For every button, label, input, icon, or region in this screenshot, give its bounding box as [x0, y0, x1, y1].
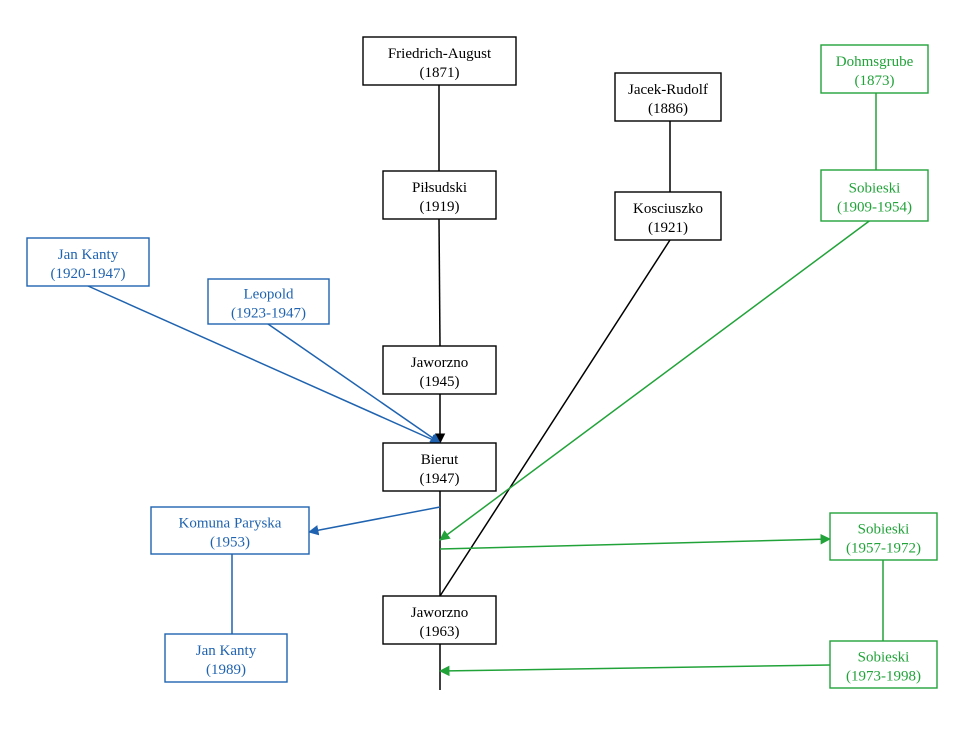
node-jaworzno1945: Jaworzno (1945): [382, 345, 497, 395]
node-name: Komuna Paryska: [179, 516, 282, 532]
node-sobieski1909: Sobieski (1909-1954): [820, 169, 929, 222]
node-name: Dohmsgrube: [836, 54, 914, 70]
node-name: Friedrich-August: [388, 46, 492, 62]
node-box: [26, 237, 150, 287]
node-jankanty1989: Jan Kanty (1989): [164, 633, 288, 683]
node-box: [614, 72, 722, 122]
node-name: Jacek-Rudolf: [628, 82, 708, 98]
node-years: (1947): [420, 471, 460, 487]
node-years: (1921): [648, 220, 688, 236]
edge-sobieski1909-to-trunk: [439, 215, 877, 541]
node-box: [382, 595, 497, 645]
node-pilsudski: Piłsudski (1919): [382, 170, 497, 220]
node-box: [382, 170, 497, 220]
edge-trunk-to-komuna: [307, 506, 441, 536]
edges-layer: [87, 85, 884, 690]
node-years: (1886): [648, 101, 688, 117]
node-years: (1945): [420, 374, 460, 390]
node-years: (1953): [210, 535, 250, 551]
node-name: Sobieski: [849, 181, 901, 197]
node-box: [164, 633, 288, 683]
node-years: (1871): [420, 65, 460, 81]
node-kosciuszko: Kosciuszko (1921): [614, 191, 722, 241]
node-name: Jaworzno: [411, 605, 468, 621]
node-friedrich: Friedrich-August (1871): [362, 36, 517, 86]
node-box: [362, 36, 517, 86]
node-sobieski1957: Sobieski (1957-1972): [829, 512, 938, 561]
edge-kosciuszko-to-jaworzno1963: [439, 239, 671, 597]
node-dohmsgrube: Dohmsgrube (1873): [820, 44, 929, 94]
node-name: Bierut: [421, 452, 459, 468]
node-years: (1920-1947): [51, 266, 126, 282]
node-years: (1873): [855, 73, 895, 89]
node-years: (1919): [420, 199, 460, 215]
node-box: [820, 169, 929, 222]
node-sobieski1973: Sobieski (1973-1998): [829, 640, 938, 689]
node-box: [207, 278, 330, 325]
nodes-layer: Friedrich-August (1871) Piłsudski (1919) Jaw…: [26, 36, 938, 689]
node-box: [150, 506, 310, 555]
node-box: [614, 191, 722, 241]
edge-trunk-to-sobieski1957: [439, 533, 832, 550]
node-years: (1989): [206, 662, 246, 678]
node-jacek: Jacek-Rudolf (1886): [614, 72, 722, 122]
node-box: [820, 44, 929, 94]
edge-sobieski1973-to-trunk: [438, 664, 831, 677]
node-name: Sobieski: [858, 650, 910, 666]
node-years: (1909-1954): [837, 200, 912, 216]
node-jaworzno1963: Jaworzno (1963): [382, 595, 497, 645]
node-box: [829, 512, 938, 561]
node-name: Leopold: [244, 287, 294, 303]
node-bierut: Bierut (1947): [382, 442, 497, 492]
node-name: Jaworzno: [411, 355, 468, 371]
node-komuna: Komuna Paryska (1953): [150, 506, 310, 555]
node-name: Jan Kanty: [58, 247, 119, 263]
edge-pilsudski-to-jaworzno1945: [438, 218, 441, 347]
node-name: Sobieski: [858, 522, 910, 538]
node-name: Piłsudski: [412, 180, 467, 196]
node-box: [382, 442, 497, 492]
node-years: (1923-1947): [231, 306, 306, 322]
node-years: (1973-1998): [846, 669, 921, 685]
node-leopold: Leopold (1923-1947): [207, 278, 330, 325]
node-box: [382, 345, 497, 395]
edge-jankanty1920-to-bierut: [87, 285, 441, 444]
node-jankanty1920: Jan Kanty (1920-1947): [26, 237, 150, 287]
node-box: [829, 640, 938, 689]
node-years: (1963): [420, 624, 460, 640]
node-name: Kosciuszko: [633, 201, 703, 217]
node-years: (1957-1972): [846, 541, 921, 557]
node-name: Jan Kanty: [196, 643, 257, 659]
edge-leopold-to-bierut: [267, 323, 441, 444]
